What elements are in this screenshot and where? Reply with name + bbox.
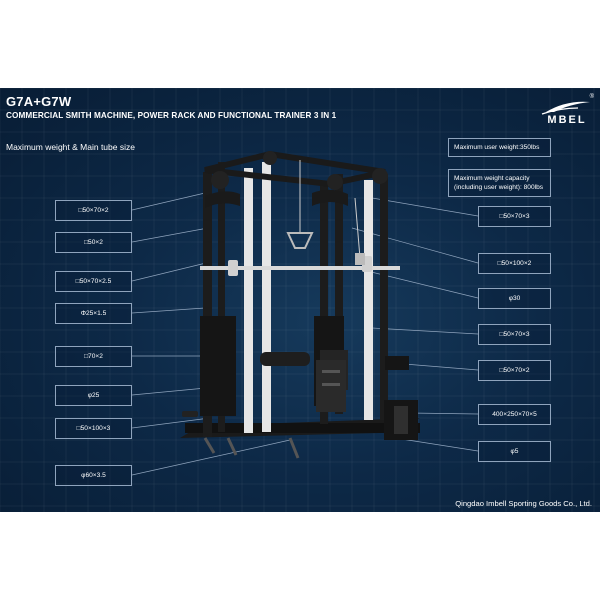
leader-line-2: [131, 227, 209, 243]
product-spec-panel: G7A+G7W COMMERCIAL SMITH MACHINE, POWER …: [0, 88, 600, 512]
logo-wordmark: MBEL: [547, 114, 587, 126]
spec-label-left-4: Φ25×1.5: [55, 303, 132, 324]
spec-label-left-6: φ25: [55, 385, 132, 406]
storage-rack: [384, 400, 418, 440]
spec-label-left-2: □50×2: [55, 232, 132, 253]
spec-label-left-8: φ60×3.5: [55, 465, 132, 486]
leader-lines: [131, 192, 479, 476]
product-subtitle: COMMERCIAL SMITH MACHINE, POWER RACK AND…: [6, 111, 337, 120]
machine-illustration: [180, 150, 420, 459]
model-title: G7A+G7W: [6, 94, 72, 109]
leader-line-3: [131, 262, 207, 282]
registered-mark: ®: [589, 94, 594, 100]
leader-line-15: [394, 437, 479, 452]
leader-line-1: [131, 192, 206, 211]
top-frame: [204, 150, 388, 208]
dip-handles: [260, 352, 409, 370]
pulley-cables: [286, 160, 365, 265]
leader-line-11: [354, 267, 479, 299]
leader-line-9: [371, 197, 479, 217]
spec-label-right-4: □50×70×3: [478, 324, 551, 345]
spec-label-left-7: □50×100×3: [55, 418, 132, 439]
spec-label-right-6: 400×250×70×5: [478, 404, 551, 425]
leader-line-4: [131, 307, 206, 314]
spec-label-right-1: □50×70×3: [478, 206, 551, 227]
leader-line-12: [371, 327, 479, 335]
foot-pegs: [182, 411, 300, 459]
section-title: Maximum weight & Main tube size: [6, 142, 135, 152]
max-user-weight-box: Maximum user weight:350lbs: [448, 138, 551, 157]
left-uprights: [203, 162, 271, 437]
leader-line-6: [131, 387, 207, 396]
spec-label-left-1: □50×70×2: [55, 200, 132, 221]
leader-line-8: [131, 439, 291, 476]
spec-label-left-3: □50×70×2.5: [55, 271, 132, 292]
company-footer: Qingdao Imbell Sporting Goods Co., Ltd.: [455, 499, 592, 508]
frame-base: [180, 418, 420, 438]
weight-stack: [316, 360, 346, 412]
leader-line-14: [409, 412, 479, 415]
spec-label-right-2: □50×100×2: [478, 253, 551, 274]
leader-line-7: [131, 417, 211, 429]
right-uprights: [320, 174, 388, 424]
spec-label-right-3: φ30: [478, 288, 551, 309]
spec-label-right-7: φ5: [478, 441, 551, 462]
swoosh-logo-icon: [541, 101, 590, 115]
spec-label-right-5: □50×70×2: [478, 360, 551, 381]
brand-logo: ® MBEL: [540, 94, 594, 128]
max-weight-capacity-box: Maximum weight capacity (including user …: [448, 169, 551, 197]
spec-label-left-5: □70×2: [55, 346, 132, 367]
